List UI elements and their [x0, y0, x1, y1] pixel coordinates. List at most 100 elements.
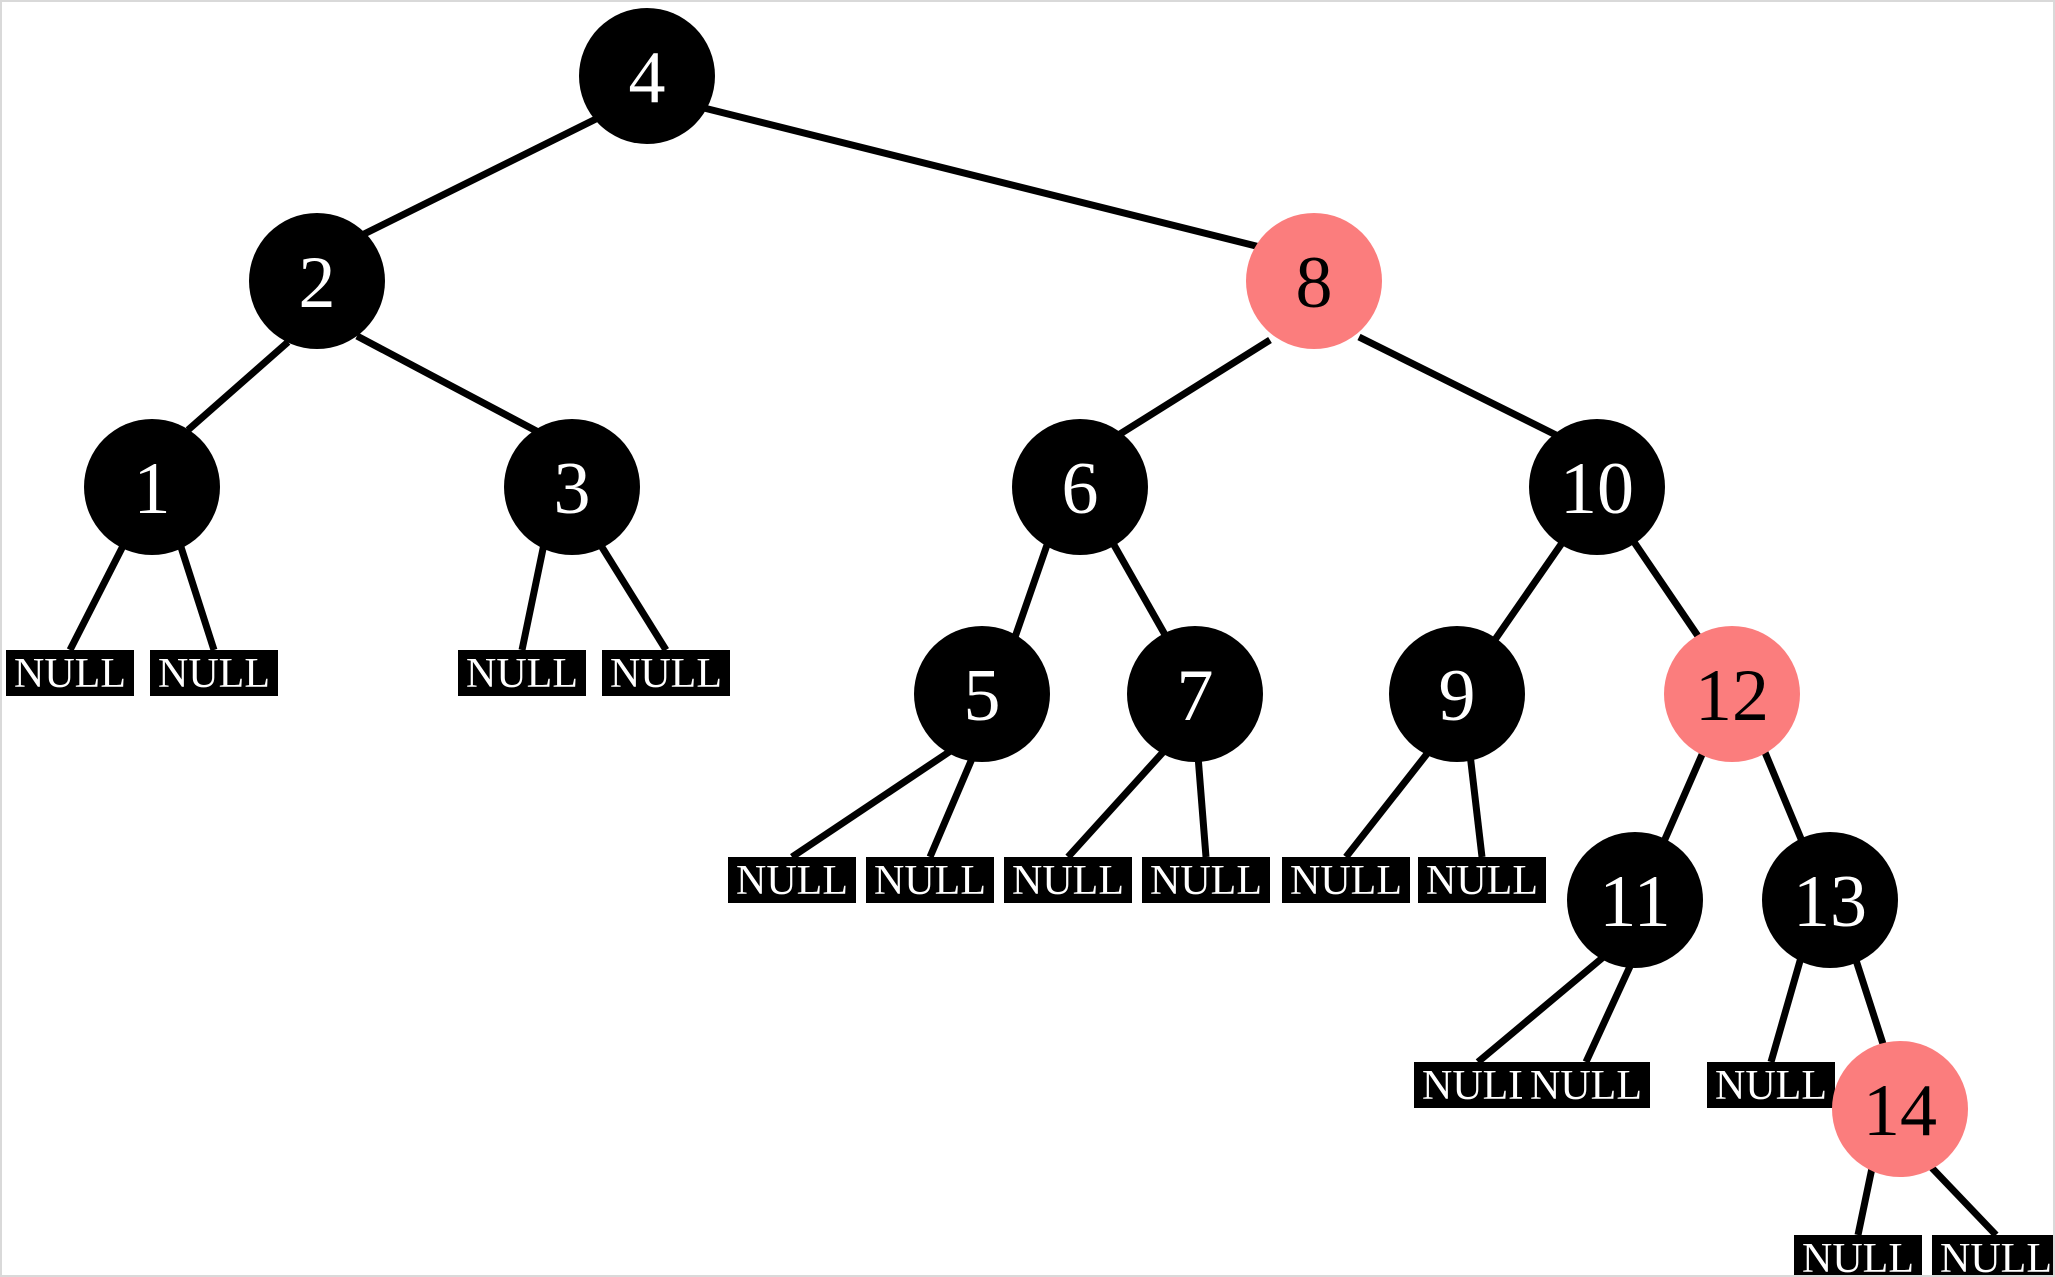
null-box-rect — [602, 650, 730, 696]
tree-node-2[interactable]: 2 — [249, 213, 385, 349]
null-box-rect — [1794, 1235, 1922, 1275]
tree-edge-n2-n3 — [355, 332, 544, 438]
node-circle-black[interactable] — [504, 419, 640, 555]
node-circle-red[interactable] — [1664, 626, 1800, 762]
tree-edge-n4-n8 — [691, 101, 1265, 252]
null-leaf-null-7L: NULL — [1004, 857, 1132, 904]
null-box-rect — [1522, 1062, 1650, 1108]
tree-edge-n5-null-5L — [790, 747, 954, 860]
tree-edge-n6-n7 — [1110, 543, 1172, 642]
null-leaf-null-9R: NULL — [1418, 857, 1546, 904]
node-label: 2 — [299, 242, 336, 324]
tree-edge-n9-null-9L — [1343, 747, 1433, 860]
node-label: 9 — [1439, 655, 1476, 737]
tree-edge-n14-null-14L — [1854, 1167, 1876, 1236]
node-circle-black[interactable] — [1567, 832, 1703, 968]
node-circle-black[interactable] — [579, 8, 715, 144]
tree-edge-n8-n10 — [1357, 333, 1562, 441]
null-box-rect — [6, 650, 134, 696]
tree-edge-n12-n11 — [1658, 748, 1708, 848]
node-circle-black[interactable] — [1012, 419, 1148, 555]
node-label: 8 — [1296, 242, 1333, 324]
null-box-label: NULL — [158, 651, 270, 697]
tree-node-4[interactable]: 4 — [579, 8, 715, 144]
tree-edge-n12-n13 — [1760, 748, 1808, 848]
node-circle-black[interactable] — [84, 419, 220, 555]
tree-node-9[interactable]: 9 — [1389, 626, 1525, 762]
null-box-label: NULL — [1426, 858, 1538, 904]
tree-node-10[interactable]: 10 — [1529, 419, 1665, 555]
null-box-rect — [1418, 857, 1546, 903]
null-leaf-null-11L: NULL — [1414, 1062, 1542, 1109]
null-box-label: NULL — [14, 651, 126, 697]
tree-edge-n9-null-9R — [1466, 753, 1486, 858]
node-label: 11 — [1599, 861, 1670, 943]
node-circle-black[interactable] — [914, 626, 1050, 762]
tree-edge-n5-null-5R — [926, 752, 978, 859]
null-box-label: NULL — [1715, 1063, 1827, 1109]
tree-edge-n11-null-11R — [1582, 960, 1636, 1064]
tree-edge-n13-n14 — [1850, 952, 1888, 1049]
null-leaf-null-9L: NULL — [1282, 857, 1410, 904]
tree-edge-n3-null-3L — [518, 543, 548, 651]
node-circle-black[interactable] — [1529, 419, 1665, 555]
tree-edge-n1-null-1R — [176, 542, 218, 652]
node-label: 3 — [554, 448, 591, 530]
tree-edge-n11-null-11L — [1475, 951, 1610, 1065]
tree-edge-n1-null-1L — [66, 542, 128, 652]
tree-node-1[interactable]: 1 — [84, 419, 220, 555]
node-circle-black[interactable] — [249, 213, 385, 349]
null-leaf-null-13L: NULL — [1707, 1062, 1835, 1109]
null-box-rect — [1282, 857, 1410, 903]
null-leaf-null-5L: NULL — [728, 857, 856, 904]
node-circle-black[interactable] — [1127, 626, 1263, 762]
null-box-rect — [1004, 857, 1132, 903]
tree-edge-n10-n12 — [1631, 540, 1705, 644]
null-box-label: NULL — [1012, 858, 1124, 904]
tree-edge-n3-null-3R — [597, 542, 669, 652]
null-leaf-null-7R: NULL — [1142, 857, 1270, 904]
tree-edge-n4-n2 — [346, 108, 612, 246]
node-label: 4 — [629, 37, 666, 119]
node-circle-red[interactable] — [1832, 1041, 1968, 1177]
node-circle-red[interactable] — [1246, 213, 1382, 349]
node-circle-black[interactable] — [1389, 626, 1525, 762]
tree-edge-n13-null-13L — [1767, 953, 1806, 1063]
null-box-label: NULL — [1802, 1236, 1914, 1277]
null-leaf-null-1L: NULL — [6, 650, 134, 697]
null-box-rect — [728, 857, 856, 903]
node-label: 6 — [1062, 448, 1099, 530]
null-box-label: NULL — [1422, 1063, 1534, 1109]
null-boxes-layer: NULL NULL NULL NULL NULL NULL NULL NULL NULL NULL… — [6, 650, 2053, 1277]
tree-node-3[interactable]: 3 — [504, 419, 640, 555]
node-circle-black[interactable] — [1762, 832, 1898, 968]
tree-node-6[interactable]: 6 — [1012, 419, 1148, 555]
tree-edge-n10-n9 — [1489, 541, 1565, 646]
null-box-rect — [1142, 857, 1270, 903]
null-box-rect — [1414, 1062, 1542, 1108]
null-leaf-null-3R: NULL — [602, 650, 730, 697]
tree-node-5[interactable]: 5 — [914, 626, 1050, 762]
null-box-label: NULL — [1940, 1236, 2052, 1277]
tree-node-7[interactable]: 7 — [1127, 626, 1263, 762]
tree-node-12[interactable]: 12 — [1664, 626, 1800, 762]
tree-edge-n2-n1 — [185, 339, 291, 433]
node-label: 14 — [1863, 1070, 1937, 1152]
tree-edge-n8-n6 — [1118, 337, 1272, 437]
null-box-label: NULL — [736, 858, 848, 904]
null-leaf-null-14R: NULL — [1932, 1235, 2053, 1277]
node-label: 1 — [134, 448, 171, 530]
null-box-label: NULL — [610, 651, 722, 697]
tree-node-14[interactable]: 14 — [1832, 1041, 1968, 1177]
node-label: 12 — [1695, 655, 1769, 737]
tree-node-11[interactable]: 11 — [1567, 832, 1703, 968]
null-box-rect — [866, 857, 994, 903]
tree-node-13[interactable]: 13 — [1762, 832, 1898, 968]
node-label: 13 — [1793, 861, 1867, 943]
null-box-label: NULL — [466, 651, 578, 697]
tree-node-8[interactable]: 8 — [1246, 213, 1382, 349]
tree-edge-n7-null-7L — [1065, 747, 1168, 860]
